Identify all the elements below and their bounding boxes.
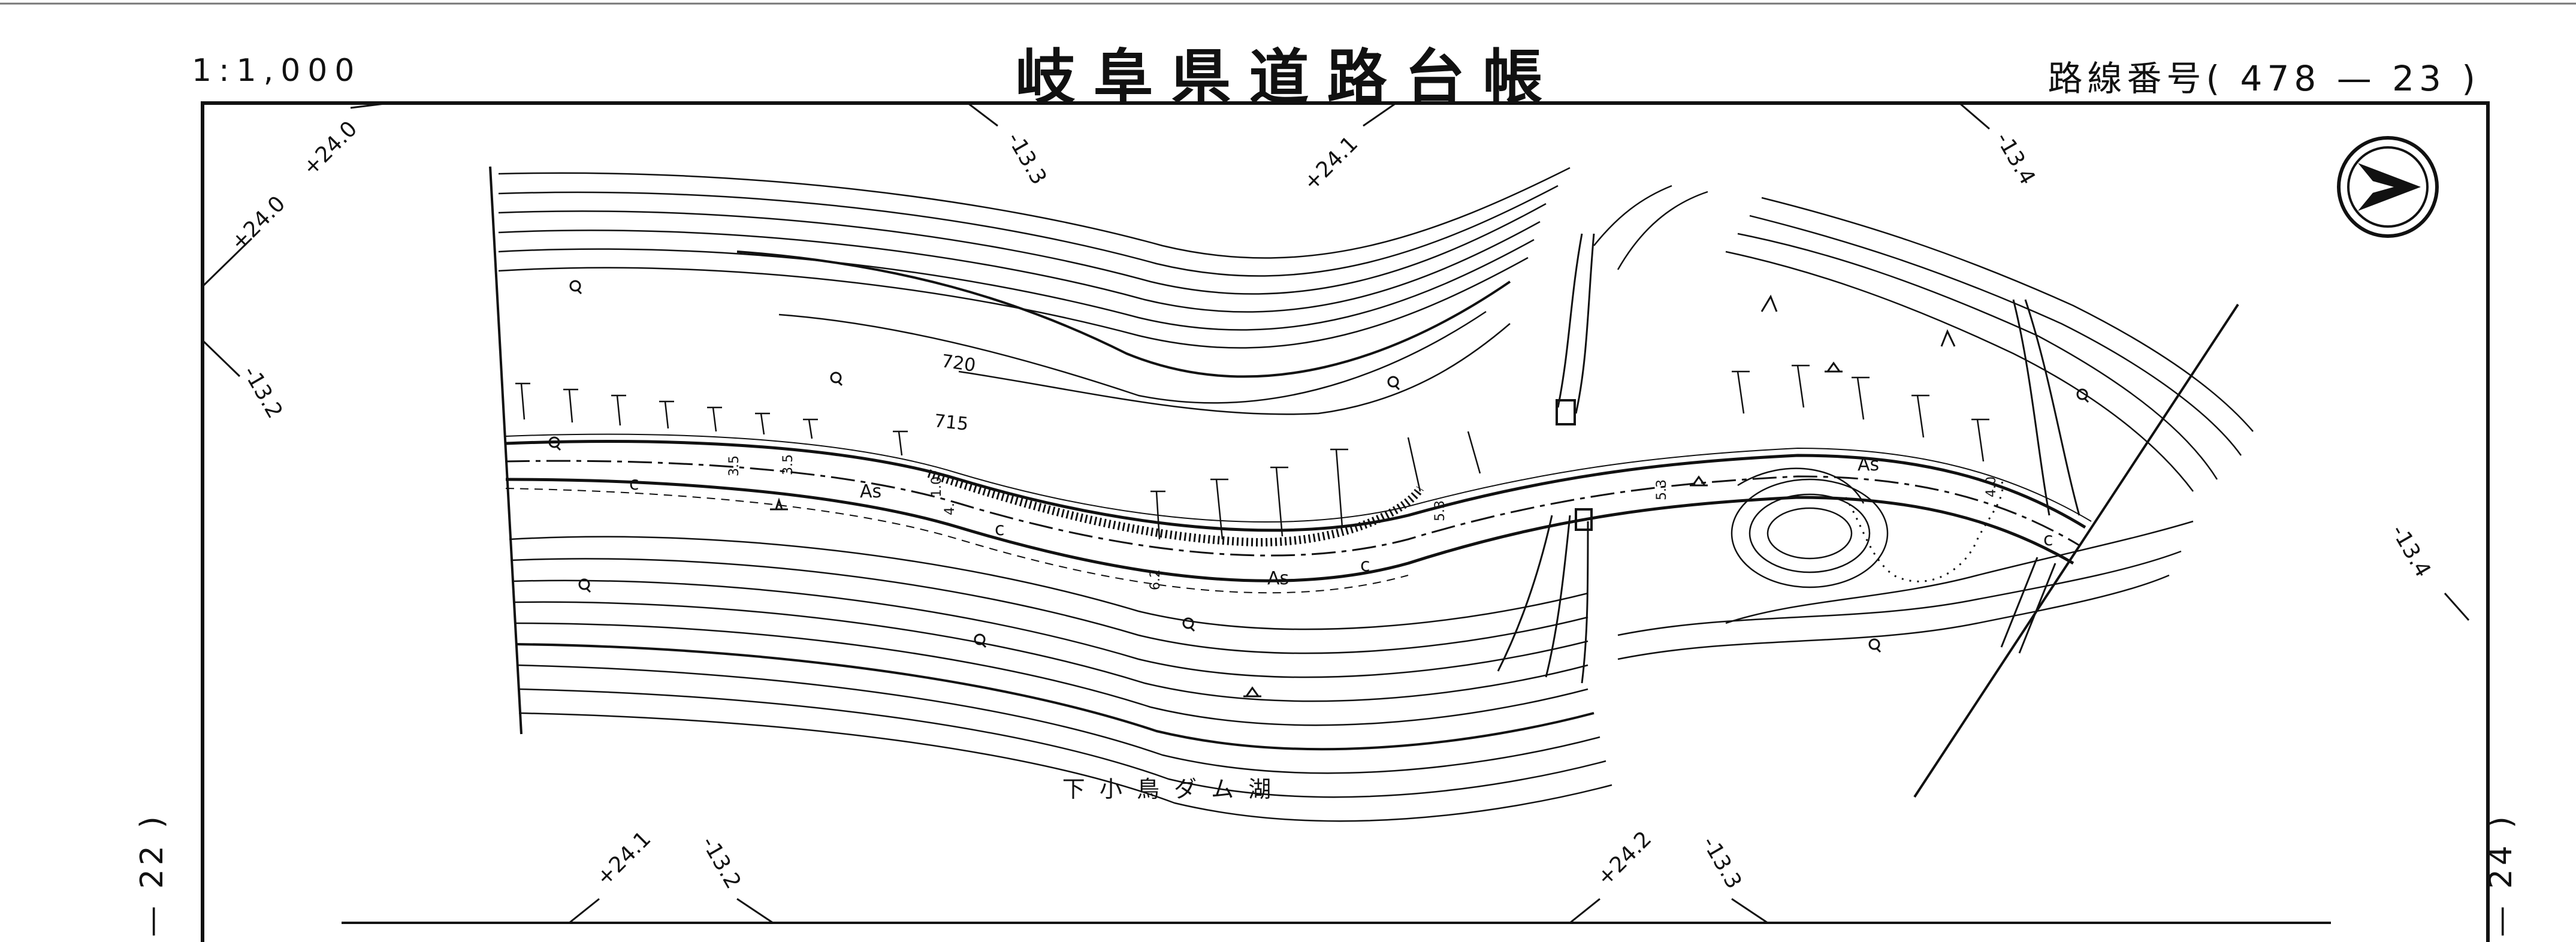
route-number-value: ( 478 — 23 ) bbox=[2206, 58, 2480, 99]
map-frame bbox=[201, 101, 2490, 942]
width-label: 3.5 bbox=[781, 454, 796, 475]
grid-label-top: -13.3 bbox=[1002, 128, 1051, 189]
hill-contours bbox=[1731, 467, 1889, 588]
grid-label-left: +24.0 bbox=[226, 191, 290, 255]
culvert bbox=[1556, 399, 1576, 425]
width-label: 4.0 bbox=[1984, 476, 1999, 497]
route-number-label: 路線番号 bbox=[2047, 58, 2206, 99]
grid-label-bottom: +24.1 bbox=[591, 826, 656, 890]
curb-label: c bbox=[1360, 555, 1370, 576]
broadleaf-symbol bbox=[548, 280, 2089, 653]
streams bbox=[1497, 233, 2080, 684]
road-surface-label: As bbox=[1267, 568, 1289, 589]
page-title: 岐阜県道路台帳 bbox=[1015, 43, 1561, 113]
curb-label: c bbox=[995, 519, 1005, 540]
reservoir-label: 下 小 鳥 ダ ム 湖 bbox=[1062, 776, 1275, 802]
contour-label: 715 bbox=[933, 410, 970, 435]
width-label: 4. bbox=[943, 503, 958, 515]
grid-label-left: -13.2 bbox=[238, 362, 287, 422]
contour-lines-upper bbox=[498, 167, 2254, 492]
grid-label-bottom: -13.2 bbox=[696, 832, 745, 893]
road-surface-label: As bbox=[1858, 454, 1879, 475]
grid-label-top: -13.4 bbox=[1991, 128, 2040, 189]
contour-lines-lower bbox=[509, 520, 2194, 822]
curb-label: c bbox=[2043, 529, 2053, 550]
width-label: 6.2 bbox=[1148, 569, 1163, 590]
width-label: 3.5 bbox=[727, 455, 742, 476]
width-label: 5.3 bbox=[1433, 500, 1448, 521]
grid-label-top: +24.1 bbox=[1298, 131, 1363, 195]
cut-slope-ticks bbox=[515, 364, 1989, 540]
footpath-line bbox=[1844, 479, 2004, 582]
grid-ticks bbox=[201, 102, 2470, 924]
width-label: 1.0 bbox=[929, 476, 944, 497]
curb-label: c bbox=[629, 473, 639, 494]
grid-label-right: -13.4 bbox=[2386, 521, 2435, 581]
grid-label-bottom: -13.3 bbox=[1697, 832, 1746, 893]
grid-label-top: +24.0 bbox=[298, 116, 362, 180]
contour-label: 720 bbox=[940, 351, 977, 376]
survey-boundary bbox=[489, 166, 2239, 798]
route-number: 路線番号( 478 — 23 ) bbox=[2047, 50, 2480, 101]
width-label: 5.3 bbox=[1654, 479, 1669, 500]
road-surface-label: As bbox=[860, 481, 881, 502]
prefectural-road bbox=[505, 433, 2092, 594]
retaining-wall bbox=[927, 469, 1424, 547]
north-arrow-icon bbox=[2337, 136, 2439, 238]
culvert bbox=[1575, 508, 1593, 531]
grid-label-bottom: +24.2 bbox=[1592, 826, 1656, 890]
map-scale: 1:1,000 bbox=[192, 53, 362, 89]
mountain-symbol bbox=[770, 294, 1956, 698]
